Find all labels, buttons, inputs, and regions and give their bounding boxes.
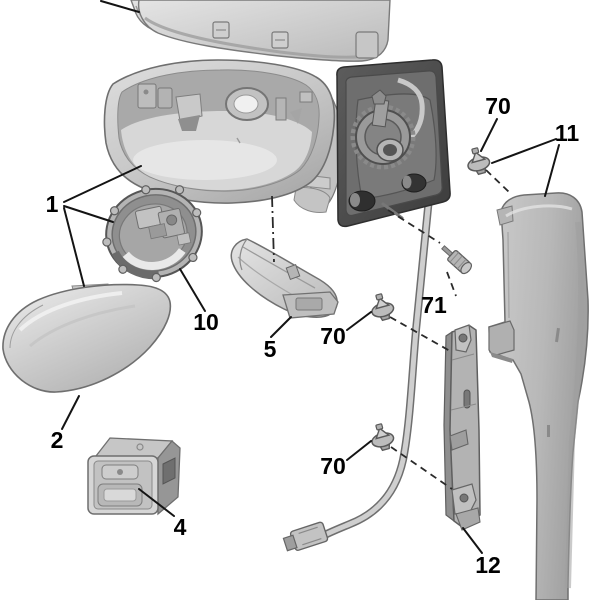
callout-70-middle: 70 [320,323,346,349]
mirror-housing [103,59,336,204]
pointer-lines-label-11 [491,138,560,197]
pointer-line-label-4 [138,488,175,517]
callout-71: 71 [421,292,447,318]
pointer-line-label-12 [462,527,483,554]
cover-cap-right [137,0,391,62]
callout-10: 10 [193,309,219,335]
mirror-glass [2,283,172,393]
callout-70-upper: 70 [485,93,511,119]
callout-12: 12 [475,552,501,578]
rubber-bumpers [348,173,427,220]
pointer-line-label-2 [61,395,80,430]
screw [441,245,473,275]
cover-clips [212,21,379,59]
callout-70-lower: 70 [320,453,346,479]
pointer-lines-label-1 [63,165,142,287]
axis-line-screw [387,209,457,297]
callout-4: 4 [174,514,187,540]
fold-gear [350,89,416,170]
pointer-line-label-70-middle [346,311,372,331]
pointer-line-label-10 [179,268,206,312]
actuator-lugs [102,185,202,283]
callout-1: 1 [46,191,59,217]
switch-rockers [97,464,143,507]
mirror-foot-cover [230,238,339,319]
callout-labels: 1 2 4 5 10 11 12 70 70 70 71 [46,93,580,578]
pointer-lines [61,0,560,554]
callout-2: 2 [51,427,64,453]
pointer-line-label-5 [270,316,292,338]
cable-connector [282,521,329,552]
pointer-line-cover-cap [100,0,140,13]
callout-11: 11 [555,120,580,146]
actuator-mechanism [134,205,192,246]
mounting-bracket [443,324,481,531]
pointer-line-label-70-lower [346,440,372,461]
housing-internals [137,83,313,144]
mirror-adjustment-switch [87,437,181,516]
pointer-line-label-70-upper [480,118,498,152]
axis-line-clip-lower [390,446,453,490]
axis-line-clip-upper [485,169,510,193]
mirror-base-plate [281,59,451,228]
pillar-trim-panel [488,192,589,600]
callout-5: 5 [264,336,277,362]
mirror-glass-actuator [102,185,203,283]
